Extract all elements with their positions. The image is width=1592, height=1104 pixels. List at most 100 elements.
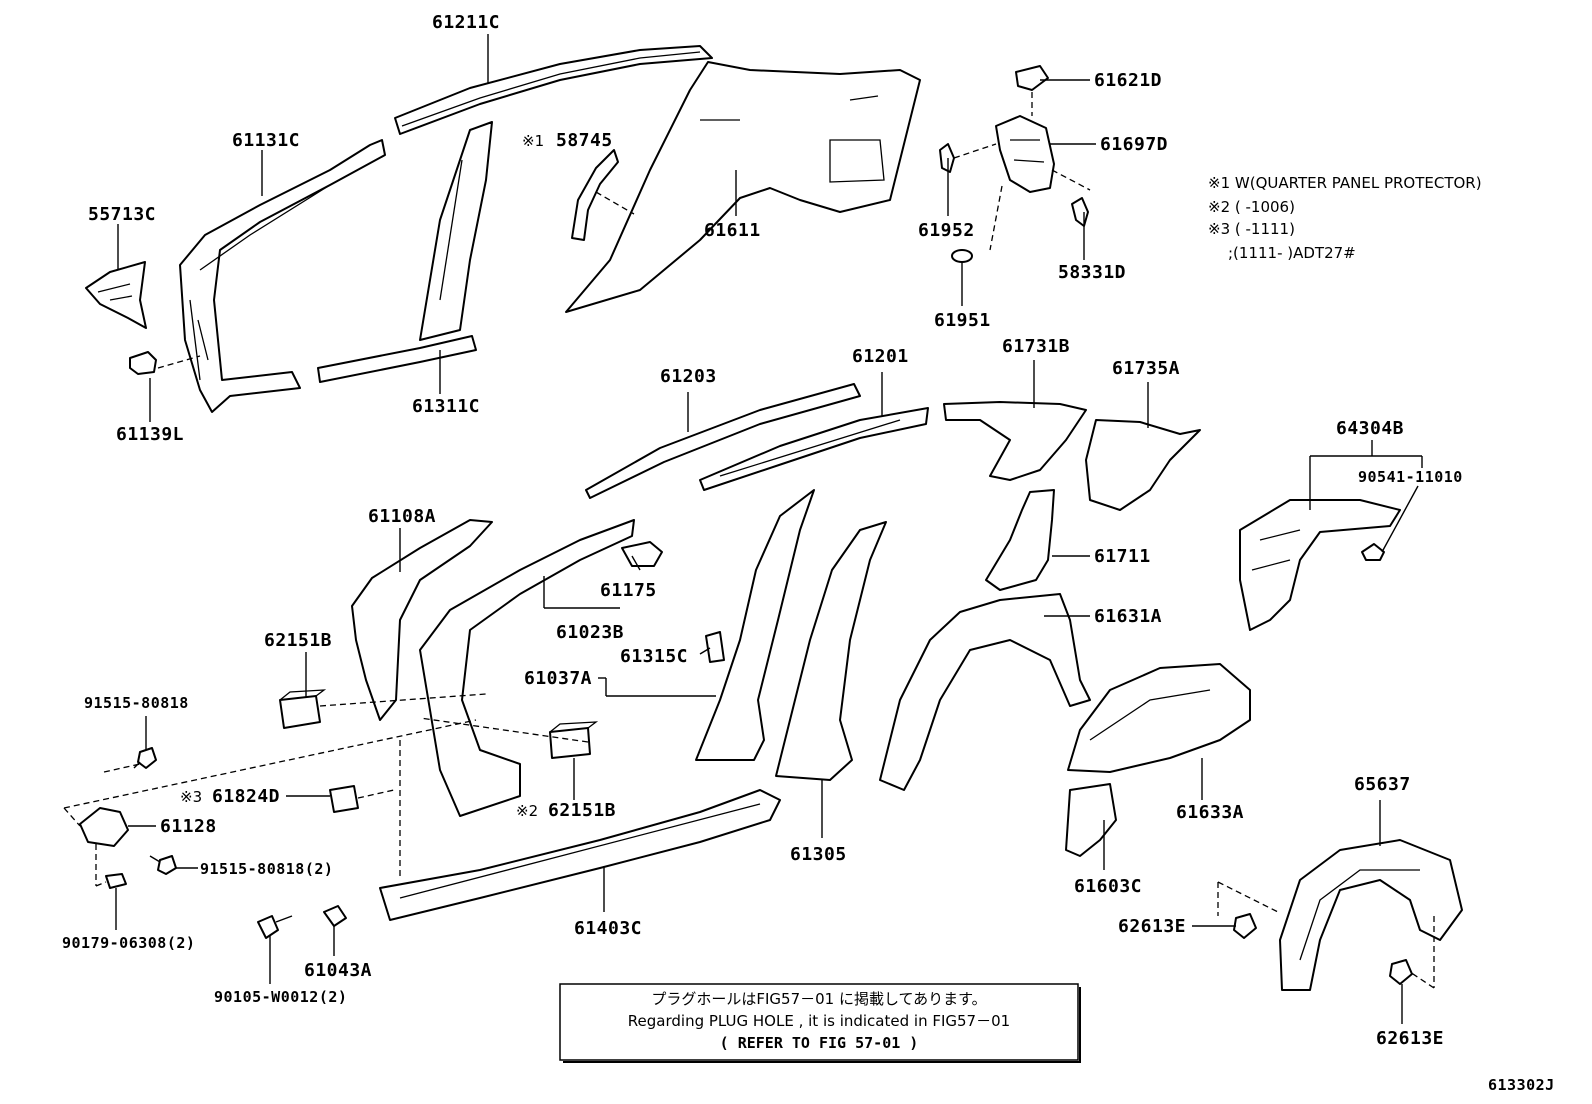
label-65637[interactable]: 65637 [1354,774,1411,795]
part-61131C-drawing [179,139,386,413]
part-61952-drawing [939,143,955,173]
part-61631A-drawing [879,593,1091,791]
label-62151B-b[interactable]: 62151B [548,800,616,821]
label-90541-11010[interactable]: 90541-11010 [1358,468,1463,486]
label-61621D[interactable]: 61621D [1094,70,1162,91]
part-61211C-drawing [394,45,713,135]
label-61305[interactable]: 61305 [790,844,847,865]
label-61711[interactable]: 61711 [1094,546,1151,567]
label-61952[interactable]: 61952 [918,220,975,241]
note-4: ;(1111- )ADT27# [1228,244,1356,262]
label-90179-06308-2[interactable]: 90179-06308(2) [62,934,195,952]
label-61951[interactable]: 61951 [934,310,991,331]
part-labels: 61211C 61131C ※1 58745 61611 55713C 6113… [62,12,1463,1049]
part-61305-drawing [775,521,887,781]
label-55713C[interactable]: 55713C [88,204,156,225]
part-center-pillar-drawing [419,121,493,341]
part-61203-drawing [585,383,861,499]
bolt-90105-drawing [257,915,293,939]
label-61824D[interactable]: 61824D [212,786,280,807]
part-61603C-drawing [1065,783,1117,857]
part-61735A-drawing [1085,419,1201,511]
label-61128[interactable]: 61128 [160,816,217,837]
label-61201[interactable]: 61201 [852,346,909,367]
label-61175[interactable]: 61175 [600,580,657,601]
label-61603C[interactable]: 61603C [1074,876,1142,897]
label-61633A[interactable]: 61633A [1176,802,1244,823]
label-61139L[interactable]: 61139L [116,424,184,445]
label-91515-80818[interactable]: 91515-80818 [84,694,189,712]
label-61611[interactable]: 61611 [704,220,761,241]
label-58745[interactable]: 58745 [556,130,613,151]
part-58331D-drawing [1071,197,1089,227]
label-61023B[interactable]: 61023B [556,622,624,643]
part-61311C-drawing [317,335,477,383]
part-61633A-drawing [1067,663,1251,773]
mark-2-62151B: ※2 [516,802,538,820]
part-61824D-drawing [329,785,359,813]
part-61175-drawing [621,541,663,567]
mark-3-61824D: ※3 [180,788,202,806]
part-61711-drawing [985,489,1055,591]
label-61311C[interactable]: 61311C [412,396,480,417]
part-55713C-drawing [85,261,147,329]
label-91515-80818-2[interactable]: 91515-80818(2) [200,860,333,878]
notice-reference: ( REFER TO FIG 57-01 ) [720,1034,919,1052]
notice-japanese: プラグホールはFIG57－01 に掲載してあります。 [651,990,986,1008]
part-64304B-drawing [1239,499,1401,631]
label-61037A[interactable]: 61037A [524,668,592,689]
label-64304B[interactable]: 64304B [1336,418,1404,439]
nut-61043A-drawing [323,905,347,927]
footnotes: ※1 W(QUARTER PANEL PROTECTOR) ※2 ( -1006… [1208,174,1482,262]
label-58331D[interactable]: 58331D [1058,262,1126,283]
part-61697D-drawing [995,115,1055,193]
nut-90179-drawing [105,873,127,889]
part-62151B-a-drawing [279,689,327,729]
figure-code: 613302J [1488,1076,1555,1094]
clip-62613E-a-drawing [1233,913,1257,939]
part-61108A-drawing [351,519,493,721]
part-61621D-drawing [1015,65,1049,91]
label-61631A[interactable]: 61631A [1094,606,1162,627]
label-62613E-a[interactable]: 62613E [1118,916,1186,937]
leader-lines [63,34,1435,1024]
notice-english: Regarding PLUG HOLE , it is indicated in… [628,1012,1010,1030]
bolt-91515-a-drawing [133,747,157,769]
part-61403C-drawing [379,789,781,921]
bolt-91515-b-drawing [149,855,177,875]
label-61043A[interactable]: 61043A [304,960,372,981]
part-58745-drawing [571,149,619,241]
label-61403C[interactable]: 61403C [574,918,642,939]
part-61128-drawing [79,807,129,847]
label-62151B-a[interactable]: 62151B [264,630,332,651]
notice-box [559,983,1079,1061]
label-61735A[interactable]: 61735A [1112,358,1180,379]
label-61108A[interactable]: 61108A [368,506,436,527]
part-61315C-drawing [705,631,725,663]
label-62613E-b[interactable]: 62613E [1376,1028,1444,1049]
mark-1-58745: ※1 [522,132,544,150]
label-90105-W0012-2[interactable]: 90105-W0012(2) [214,988,347,1006]
part-65637-drawing [1279,839,1463,991]
label-61131C[interactable]: 61131C [232,130,300,151]
part-61201-drawing [699,407,929,491]
label-61203[interactable]: 61203 [660,366,717,387]
clip-62613E-b-drawing [1389,959,1413,985]
label-61211C[interactable]: 61211C [432,12,500,33]
part-62151B-b-drawing [549,721,599,759]
label-61315C[interactable]: 61315C [620,646,688,667]
plug-hole-notice: プラグホールはFIG57－01 に掲載してあります。 Regarding PLU… [559,983,1081,1063]
part-61611-drawing [565,61,921,313]
part-61951-drawing [951,249,973,263]
label-61697D[interactable]: 61697D [1100,134,1168,155]
part-61037A-drawing [695,489,815,761]
part-61139L-drawing [129,351,157,375]
note-3: ※3 ( -1111) [1208,220,1295,238]
label-61731B[interactable]: 61731B [1002,336,1070,357]
note-2: ※2 ( -1006) [1208,198,1295,216]
part-61731B-drawing [943,401,1087,481]
note-1: ※1 W(QUARTER PANEL PROTECTOR) [1208,174,1482,192]
part-61023B-drawing [419,519,635,817]
